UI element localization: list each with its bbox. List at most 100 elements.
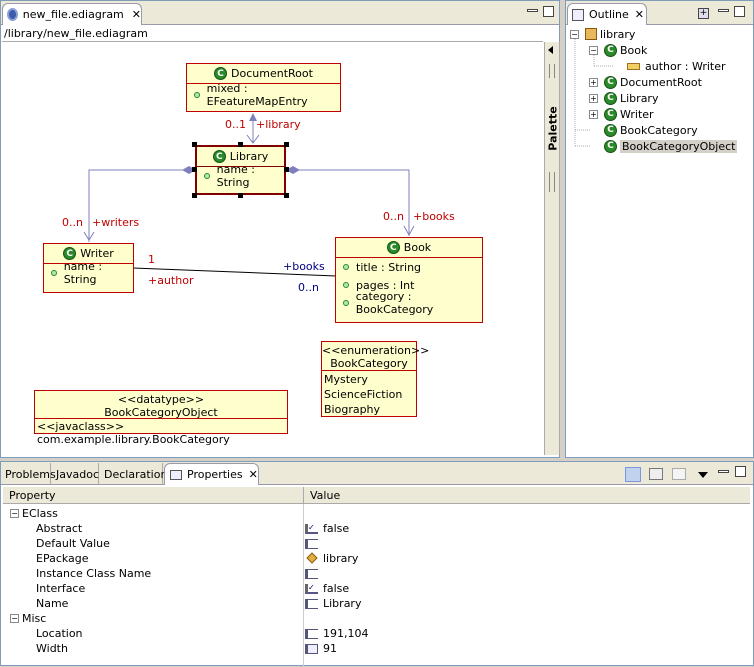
property-value[interactable]: library [323,552,359,565]
show-categories-icon[interactable] [625,467,641,482]
palette-bar[interactable]: Palette [544,42,560,455]
datatype-icon: C [604,139,617,153]
selection-handle[interactable] [284,142,289,147]
selection-handle[interactable] [238,142,243,147]
selection-handle[interactable] [192,193,197,198]
collapse-icon[interactable]: − [10,509,19,518]
property-row[interactable]: Default Value [1,536,749,551]
tab-properties[interactable]: Properties ✕ [164,463,259,485]
palette-collapse-icon[interactable] [548,46,553,54]
collapse-icon[interactable]: − [10,614,19,623]
property-value[interactable]: Library [323,597,362,610]
property-row[interactable]: EPackage library [1,551,749,566]
outline-item-bookcategoryobject[interactable]: C BookCategoryObject [601,138,738,154]
enum-bookcategory[interactable]: <<enumeration>> BookCategory Mystery Sci… [321,341,429,417]
writer-books-multiplicity: 0..n [298,281,319,294]
datatype-javaclass: <<javaclass>> com.example.library.BookCa… [37,420,230,446]
section-label: Misc [22,612,47,625]
outline-label: Library [620,91,659,105]
root-role: +library [256,118,301,131]
class-icon: C [604,91,617,105]
close-icon[interactable]: ✕ [634,8,645,21]
attribute-label: title : String [356,260,422,274]
property-row[interactable]: Location 191,104 [1,626,749,641]
outline-toolbar-icon[interactable]: + [698,8,709,19]
property-name: Location [36,627,83,640]
section-row[interactable]: −EClass [1,506,749,521]
show-advanced-icon[interactable] [649,468,663,480]
enum-literal: Biography [324,403,381,416]
property-value[interactable]: false [323,522,350,535]
outline-label: author : Writer [645,59,726,73]
property-row[interactable]: Abstract✓false [1,521,749,536]
section-row[interactable]: −Misc [1,611,749,626]
outline-icon [572,8,584,21]
expand-icon[interactable]: + [589,77,598,87]
diagram-canvas-border [2,41,543,455]
attribute-icon [51,270,57,276]
outline-item-library-class[interactable]: + C Library [589,90,658,106]
tab-problems[interactable]: Problems [2,463,56,485]
property-value[interactable]: false [323,582,350,595]
maximize-icon[interactable] [734,6,745,17]
editor-path: /library/new_file.ediagram [4,27,148,40]
editor-right-scrollbar[interactable] [559,42,560,455]
boolean-icon: ✓ [305,583,318,594]
column-header-property[interactable]: Property [9,489,56,502]
selection-handle[interactable] [192,142,197,147]
close-icon[interactable]: ✕ [248,468,258,481]
maximize-icon[interactable] [543,6,554,17]
view-menu-icon[interactable] [698,472,708,478]
outline-item-bookcategory[interactable]: C BookCategory [601,122,698,138]
outline-item-book[interactable]: − C Book [589,42,647,58]
outline-item-library[interactable]: − library [570,26,635,42]
selection-handle[interactable] [238,193,243,198]
outline-tab[interactable]: Outline ✕ [567,3,647,25]
datatype-bookcategoryobject[interactable]: <<datatype>> BookCategoryObject <<javacl… [34,390,288,446]
column-header-value[interactable]: Value [310,489,341,502]
column-divider[interactable] [303,487,304,504]
editor-tab[interactable]: new_file.ediagram ✕ [2,3,142,25]
collapse-icon[interactable]: − [589,45,598,55]
minimize-icon[interactable] [718,9,729,12]
close-icon[interactable]: ✕ [131,8,141,21]
restore-default-icon[interactable] [672,468,686,480]
tab-label: Properties [187,468,243,481]
library-books-link [286,169,410,236]
selection-handle[interactable] [284,167,289,172]
datatype-stereotype: <<datatype>> [117,393,205,406]
text-icon [305,598,318,609]
outline-item-author[interactable]: author : Writer [627,58,726,74]
minimize-icon[interactable] [527,9,538,12]
selection-handle[interactable] [192,167,197,172]
maximize-icon[interactable] [735,466,746,477]
outline-item-documentroot[interactable]: + C DocumentRoot [589,74,702,90]
property-row[interactable]: Interface ✓ false [1,581,749,596]
expand-icon[interactable]: + [589,109,598,119]
property-name: EPackage [36,552,89,565]
class-icon: C [386,241,400,254]
collapse-icon[interactable]: − [570,29,579,39]
enum-name: BookCategory [322,357,416,371]
property-value[interactable]: 91 [323,642,337,655]
class-icon: C [63,247,77,260]
writer-books-role: +books [283,260,325,273]
class-icon: C [212,150,226,163]
selection-handle[interactable] [284,193,289,198]
property-name: Default Value [36,537,110,550]
expand-icon[interactable]: + [589,93,598,103]
tab-javadoc[interactable]: Javadoc [52,463,99,485]
property-value[interactable]: 191,104 [323,627,369,640]
property-row[interactable]: Instance Class Name [1,566,749,581]
outline-item-writer[interactable]: + C Writer [589,106,654,122]
outline-label: BookCategoryObject [620,139,738,153]
tab-declaration[interactable]: Declaration [100,463,167,485]
property-name: Interface [36,582,86,595]
minimize-icon[interactable] [718,470,729,473]
